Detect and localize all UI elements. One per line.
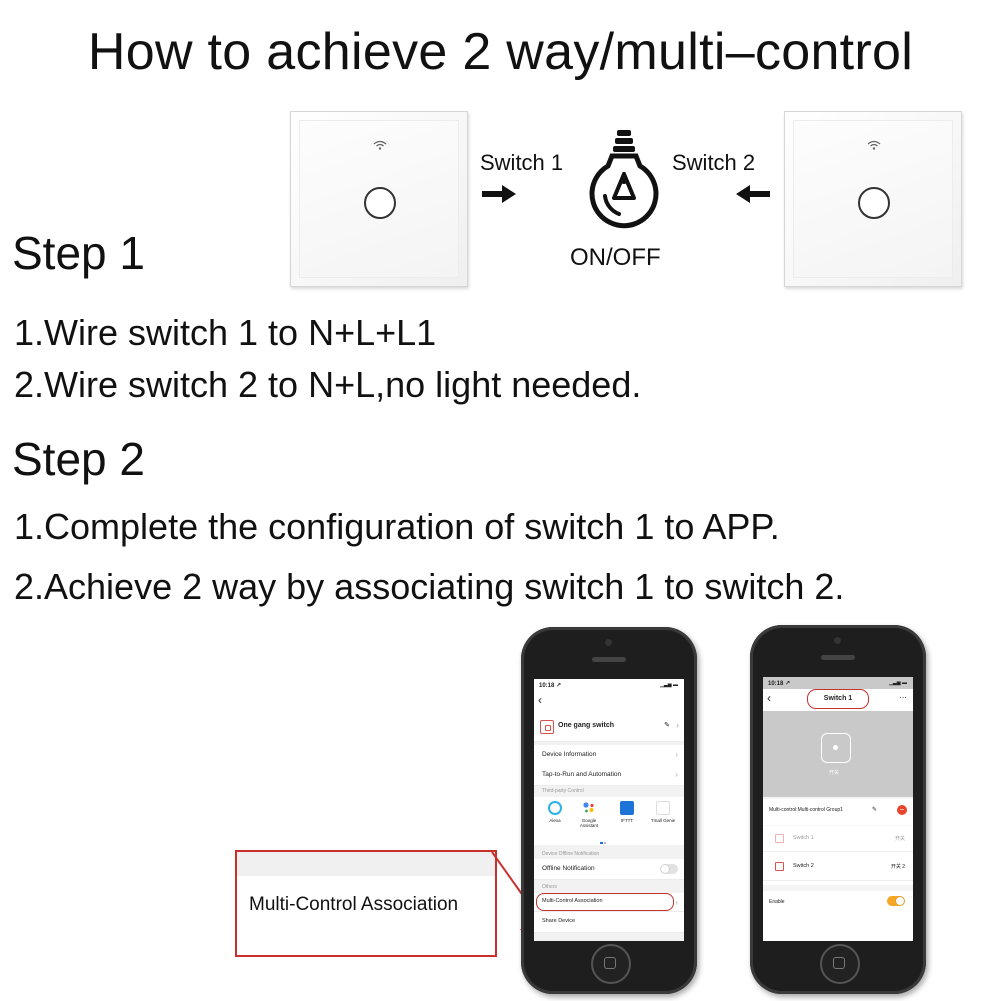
device-name: One gang switch xyxy=(558,722,615,729)
carousel-dots xyxy=(600,839,612,844)
enable-toggle[interactable] xyxy=(887,896,905,906)
step-1-line-1: 1.Wire switch 1 to N+L+L1 xyxy=(14,312,437,353)
phone-2: 10:18 ↗ ▁▃▅ ▬ ‹ Switch 1 … 开关 Multi-cont… xyxy=(750,625,926,994)
wifi-icon xyxy=(867,140,881,150)
wifi-icon xyxy=(373,140,387,150)
chevron-right-icon: › xyxy=(675,770,678,779)
device-caption: 开关 xyxy=(829,770,840,776)
third-party-section-title: Third-party Control xyxy=(542,788,584,794)
device-icon xyxy=(775,862,784,871)
home-button[interactable] xyxy=(820,944,860,984)
status-icons: ▁▃▅ ▬ xyxy=(660,682,678,688)
device-icon xyxy=(540,720,554,734)
multi-control-sheet: Multi-control:Multi-control Group1 ✎ − S… xyxy=(763,799,913,941)
step-1-line-2: 2.Wire switch 2 to N+L,no light needed. xyxy=(14,364,642,405)
ifttt-icon xyxy=(620,801,634,815)
google-assistant-icon xyxy=(583,802,594,813)
touch-button-icon xyxy=(858,187,890,219)
page-title: How to achieve 2 way/multi–control xyxy=(87,23,914,81)
tmall-genie-icon xyxy=(656,801,670,815)
offline-section-title: Device Offline Notification xyxy=(542,851,600,857)
delete-group-icon[interactable]: − xyxy=(897,805,907,815)
group-title: Multi-control:Multi-control Group1 xyxy=(769,807,843,813)
multi-control-callout: Multi-Control Association xyxy=(235,850,497,957)
integration-tmall-genie[interactable]: Tmall Genie xyxy=(646,801,680,823)
status-time: 10:18 ↗ xyxy=(539,683,562,689)
integration-alexa[interactable]: Alexa xyxy=(540,801,570,823)
switch-2-label: Switch 2 xyxy=(672,150,756,175)
step-2-line-2: 2.Achieve 2 way by associating switch 1 … xyxy=(14,566,845,607)
integrations-row: Alexa Google Assistant IFTTT Tmall Genie xyxy=(534,797,684,845)
callout-label: Multi-Control Association xyxy=(249,894,459,915)
switch-panel-2 xyxy=(784,111,962,287)
member-row-switch-2[interactable]: Switch 2 开关 2 xyxy=(763,851,913,881)
header-title: Switch 1 xyxy=(807,689,869,709)
offline-notification-toggle[interactable] xyxy=(660,864,678,874)
switch-panel-1 xyxy=(290,111,468,287)
chevron-right-icon: › xyxy=(675,898,678,907)
back-button[interactable]: ‹ xyxy=(767,691,771,705)
phone-1-screen: 10:18 ↗ ▁▃▅ ▬ ‹ One gang switch ✎ › Devi… xyxy=(534,679,684,941)
more-icon[interactable]: … xyxy=(899,691,907,700)
back-button[interactable]: ‹ xyxy=(538,693,542,707)
arrow-left-icon xyxy=(736,185,770,203)
bulb-state-label: ON/OFF xyxy=(570,244,661,271)
enable-label: Enable xyxy=(769,899,785,905)
integration-google-assistant[interactable]: Google Assistant xyxy=(574,801,604,828)
device-header[interactable]: One gang switch ✎ › xyxy=(534,715,684,742)
edit-icon[interactable]: ✎ xyxy=(664,722,670,729)
chevron-right-icon: › xyxy=(676,720,679,730)
integration-ifttt[interactable]: IFTTT xyxy=(612,801,642,823)
alexa-icon xyxy=(548,801,562,815)
arrow-right-icon xyxy=(482,185,516,203)
home-button[interactable] xyxy=(591,944,631,984)
status-icons: ▁▃▅ ▬ xyxy=(889,680,907,686)
phone-1: 10:18 ↗ ▁▃▅ ▬ ‹ One gang switch ✎ › Devi… xyxy=(521,627,697,994)
phone-2-screen: 10:18 ↗ ▁▃▅ ▬ ‹ Switch 1 … 开关 Multi-cont… xyxy=(763,677,913,941)
light-bulb-icon xyxy=(589,130,659,229)
step-2-heading: Step 2 xyxy=(12,433,145,485)
highlight-ring xyxy=(536,893,674,911)
device-switch-icon[interactable] xyxy=(821,733,851,763)
row-device-information[interactable]: Device Information› xyxy=(534,745,684,766)
step-1-heading: Step 1 xyxy=(12,227,145,279)
edit-icon[interactable]: ✎ xyxy=(872,807,878,813)
row-share-device[interactable]: Share Device xyxy=(534,912,684,933)
row-multi-control-association[interactable]: Multi-Control Association› xyxy=(534,893,684,912)
row-tap-to-run[interactable]: Tap-to-Run and Automation› xyxy=(534,765,684,786)
chevron-right-icon: › xyxy=(675,750,678,759)
row-offline-notification[interactable]: Offline Notification xyxy=(534,859,684,880)
touch-button-icon xyxy=(364,187,396,219)
member-row-switch-1: Switch 1 开关 xyxy=(763,825,913,850)
switch-1-label: Switch 1 xyxy=(480,150,564,175)
device-icon xyxy=(775,834,784,843)
others-section-title: Others xyxy=(542,884,558,890)
status-time: 10:18 ↗ xyxy=(768,681,791,687)
step-2-line-1: 1.Complete the configuration of switch 1… xyxy=(14,506,780,547)
